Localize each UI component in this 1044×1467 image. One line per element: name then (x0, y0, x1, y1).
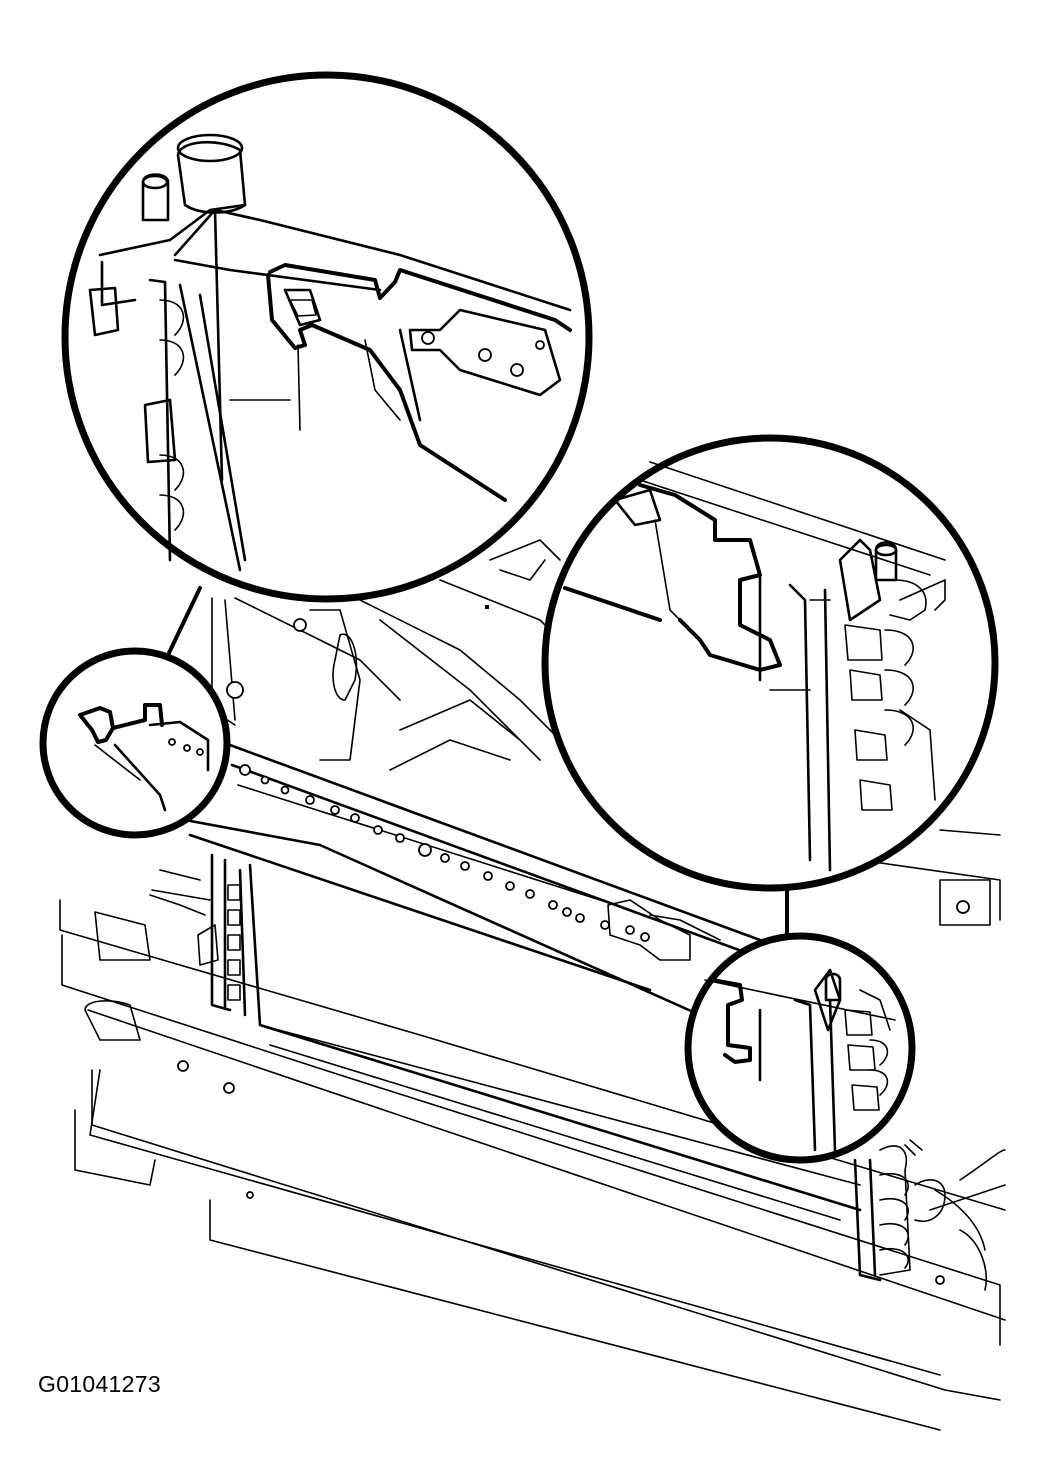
tie-bar-holes (239, 764, 610, 930)
left-tank-clips (197, 884, 241, 1001)
callout-circle-top-left (61, 71, 593, 603)
callout-circle-right (541, 434, 999, 892)
right-tank-lower (853, 1139, 986, 1282)
callout-circle-left-small (39, 647, 231, 839)
figure-code-label: G01041273 (38, 1371, 161, 1397)
vehicle-front-structure (59, 539, 1006, 1431)
callout-circle-right-small (684, 932, 916, 1164)
